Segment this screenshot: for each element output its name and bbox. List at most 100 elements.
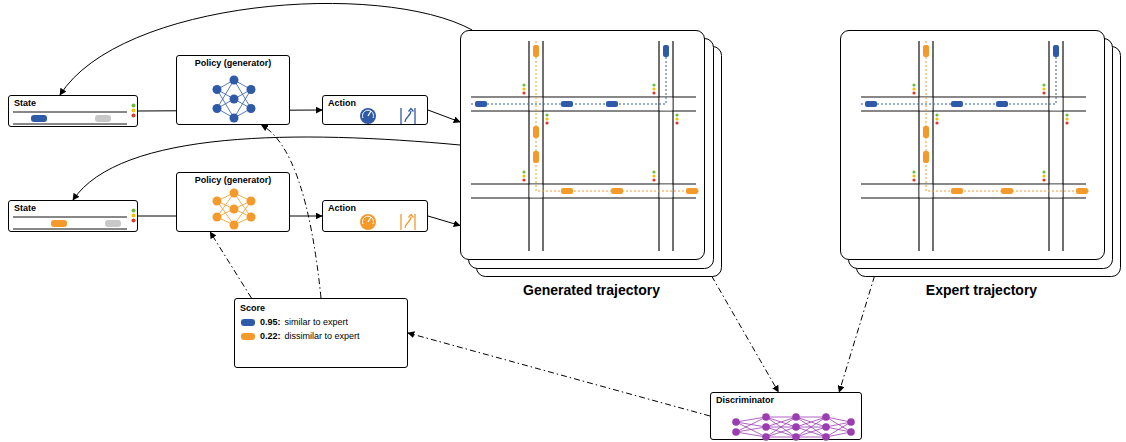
net-link <box>736 417 766 432</box>
box-text: similar to expert <box>285 317 349 328</box>
box-heading: Action <box>328 203 356 214</box>
policy-box: Policy (generator) <box>176 172 290 232</box>
box-text: 0.22: <box>260 331 281 342</box>
box-text: dissimilar to expert <box>285 331 360 342</box>
net-link <box>826 422 851 437</box>
net-link <box>217 80 234 109</box>
net-unit <box>213 197 222 206</box>
box-content: State <box>14 98 36 112</box>
connector <box>210 232 251 298</box>
connector <box>428 216 460 226</box>
net-unit <box>822 423 830 431</box>
box-content: Policy (generator) <box>195 58 272 72</box>
net-link <box>766 427 796 437</box>
net-link <box>826 432 851 437</box>
path-part <box>363 110 374 118</box>
path-part <box>363 216 374 224</box>
connector <box>408 333 710 416</box>
net-unit <box>230 76 239 85</box>
circle-part <box>360 214 376 230</box>
net-link <box>796 427 826 437</box>
net-unit <box>230 95 239 104</box>
path-part <box>401 108 415 124</box>
net-unit <box>230 221 239 230</box>
rect-part <box>51 220 67 227</box>
net-unit <box>247 104 256 113</box>
rect-part <box>241 333 255 340</box>
net-unit <box>792 413 800 421</box>
text-row: State <box>14 98 36 109</box>
road-grid <box>461 31 706 261</box>
path-part <box>368 111 371 116</box>
rect-part <box>95 115 111 122</box>
text-row: Action <box>328 98 356 109</box>
net-link <box>796 417 826 427</box>
text-row: 0.95: similar to expert <box>240 317 360 328</box>
net-unit <box>822 413 830 421</box>
connector <box>839 276 874 392</box>
state-box: State <box>8 200 138 232</box>
net-unit <box>213 85 222 94</box>
path-part <box>409 215 414 218</box>
text-row: Score <box>240 303 360 314</box>
net-unit <box>213 104 222 113</box>
net-unit <box>732 428 740 436</box>
policy-box: Policy (generator) <box>176 55 290 125</box>
text-row: State <box>14 203 36 214</box>
net-unit <box>230 205 239 214</box>
path-part <box>405 217 411 228</box>
state-box: State <box>8 95 138 127</box>
net-link <box>766 417 796 437</box>
net-unit <box>732 418 740 426</box>
box-content: State <box>14 203 36 217</box>
net-link <box>796 417 826 418</box>
use-part <box>132 209 136 223</box>
use-part <box>471 41 699 251</box>
connector <box>428 110 460 122</box>
trajectory-panel: Generated trajectory <box>460 30 705 260</box>
box-content: Action <box>328 203 356 217</box>
box-heading: Action <box>328 98 356 109</box>
use-part <box>132 104 136 118</box>
net-link <box>736 432 766 437</box>
net-unit <box>230 189 239 198</box>
net-link <box>766 437 796 438</box>
path-part <box>405 111 411 122</box>
net-unit <box>822 433 830 441</box>
net-unit <box>762 433 770 441</box>
net-unit <box>847 418 855 426</box>
path-part <box>13 217 127 229</box>
net-unit <box>762 413 770 421</box>
net-link <box>796 417 826 437</box>
rect-part <box>105 220 121 227</box>
net-unit <box>247 213 256 222</box>
net-link <box>766 417 796 437</box>
box-heading: Discriminator <box>716 395 774 406</box>
net-unit <box>762 423 770 431</box>
net-link <box>796 417 826 427</box>
action-box: Action <box>322 95 428 125</box>
use-part <box>861 41 1089 251</box>
action-box: Action <box>322 200 428 232</box>
box-heading: Policy (generator) <box>195 58 272 69</box>
net-unit <box>247 85 256 94</box>
text-row: 0.22: dissimilar to expert <box>240 331 360 342</box>
text-row: Policy (generator) <box>195 58 272 69</box>
box-heading: Generated trajectory <box>461 282 722 299</box>
box-heading: Expert trajectory <box>841 282 1122 299</box>
net-link <box>736 427 766 432</box>
box-content: Policy (generator) <box>195 175 272 189</box>
text-row: Action <box>328 203 356 214</box>
net-link <box>796 427 826 437</box>
path-part <box>368 217 371 222</box>
path-part <box>401 214 415 230</box>
text-row: Discriminator <box>716 395 774 406</box>
box-content: Action <box>328 98 356 112</box>
box-text: 0.95: <box>260 317 281 328</box>
net-unit <box>213 213 222 222</box>
box-heading: State <box>14 98 36 109</box>
net-link <box>766 417 796 418</box>
box-content: Score 0.95: similar to expert 0.22: dissim… <box>240 303 360 345</box>
net-link <box>766 417 796 427</box>
